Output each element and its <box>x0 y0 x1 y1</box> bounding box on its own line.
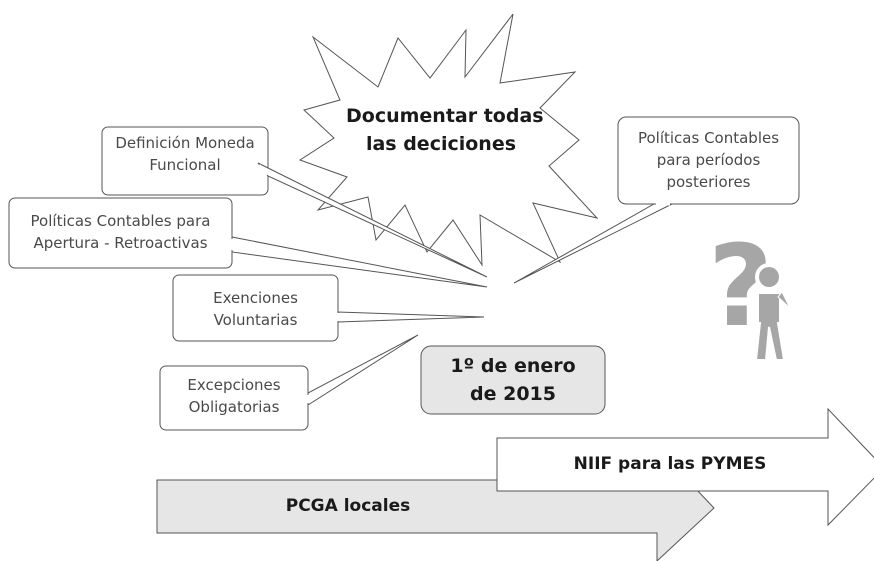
date-box <box>420 345 606 415</box>
callout-exenciones-label: Exenciones Voluntarias <box>173 287 338 331</box>
starburst-line-1: Documentar todas <box>346 105 544 127</box>
starburst-line-2: las deciciones <box>365 133 517 155</box>
callout-excepciones <box>159 334 419 431</box>
date-box-label: 1º de enero de 2015 <box>421 352 605 408</box>
callout-posteriores-label: Políticas Contables para períodos poster… <box>618 127 799 193</box>
starburst-text: Documentar todas las deciciones <box>346 102 544 158</box>
callout-moneda-line-1: Definición Moneda <box>115 134 255 152</box>
callout-apertura <box>8 197 488 288</box>
date-line-2: de 2015 <box>470 383 556 405</box>
starburst-shape <box>298 13 599 267</box>
callout-posteriores <box>513 116 800 284</box>
niif-arrow <box>496 407 874 527</box>
callout-posteriores-line-2: para períodos <box>656 151 761 169</box>
callout-exenciones-line-2: Voluntarias <box>213 311 298 329</box>
callout-excepciones-label: Excepciones Obligatorias <box>160 374 308 418</box>
callout-moneda <box>101 126 488 278</box>
pcga-arrow-label: PCGA locales <box>268 494 428 518</box>
callout-excepciones-line-2: Obligatorias <box>188 398 280 416</box>
niif-arrow-label: NIIF para las PYMES <box>555 452 785 476</box>
date-line-1: 1º de enero <box>450 355 576 377</box>
callout-posteriores-line-3: posteriores <box>666 173 751 191</box>
callout-apertura-line-1: Políticas Contables para <box>30 212 211 230</box>
callout-exenciones-line-1: Exenciones <box>213 289 298 307</box>
question-person-icon: ? <box>708 222 791 361</box>
niif-label: NIIF para las PYMES <box>573 454 767 474</box>
callout-apertura-label: Políticas Contables para Apertura - Retr… <box>9 210 232 254</box>
callout-posteriores-line-1: Políticas Contables <box>637 129 780 147</box>
callout-excepciones-line-1: Excepciones <box>187 376 281 394</box>
callout-moneda-label: Definición Moneda Funcional <box>102 132 268 176</box>
callout-moneda-line-2: Funcional <box>149 156 221 174</box>
callout-apertura-line-2: Apertura - Retroactivas <box>33 234 208 252</box>
callout-exenciones <box>172 274 485 342</box>
pcga-label: PCGA locales <box>285 496 411 516</box>
